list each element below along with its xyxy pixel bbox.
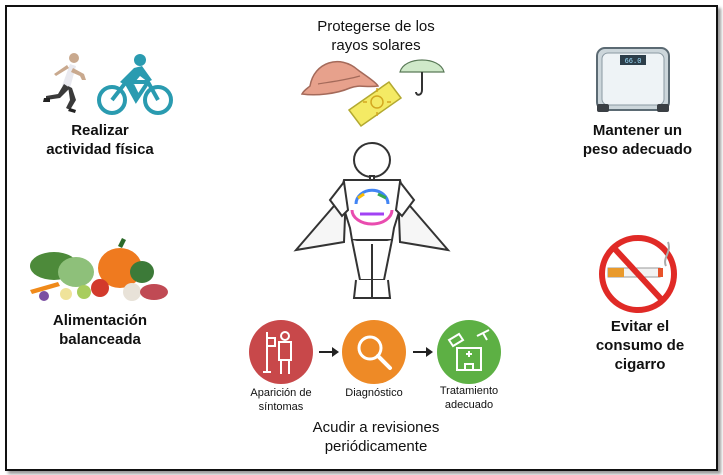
- symptoms-icon: [249, 320, 313, 384]
- step-label-diagnosis: Diagnóstico: [345, 387, 403, 399]
- superhero-icon: [293, 142, 451, 299]
- hat-icon: [300, 60, 380, 96]
- runner-icon: [43, 53, 86, 113]
- flow-arrow-1: [319, 347, 339, 357]
- hospital-icon: [437, 320, 501, 384]
- scale-icon: 66.0: [596, 47, 670, 112]
- vegetables-icon: [30, 238, 168, 301]
- scale-display: 66.0: [625, 58, 642, 66]
- sunscreen-icon: [347, 80, 403, 128]
- flow-arrow-2: [413, 347, 433, 357]
- no-smoking-icon: [599, 235, 677, 313]
- magnifier-icon: [342, 320, 406, 384]
- umbrella-icon: [399, 59, 445, 96]
- cyclist-icon: [97, 54, 173, 115]
